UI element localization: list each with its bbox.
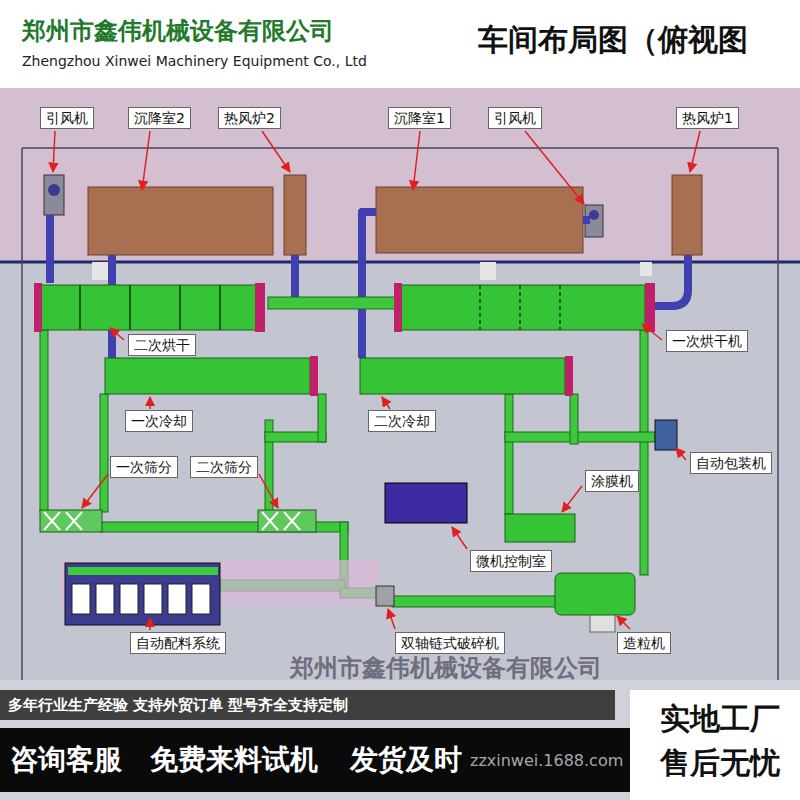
part-label: 微机控制室	[470, 550, 552, 572]
part-label: 一次烘干机	[666, 330, 748, 352]
part-label: 沉降室1	[388, 107, 451, 129]
slogan: 售后无忧	[660, 744, 780, 782]
part-label: 一次冷却	[125, 410, 193, 432]
part-label: 二次冷却	[368, 410, 436, 432]
watermark: zzxinwei.1688.com	[470, 750, 623, 772]
part-label: 热风炉1	[676, 107, 739, 129]
page-title: 车间布局图（俯视图	[478, 22, 748, 58]
part-label: 造粒机	[617, 632, 671, 654]
part-label: 引风机	[488, 107, 542, 129]
part-label: 二次烘干	[128, 334, 196, 356]
part-label: 热风炉2	[218, 107, 281, 129]
part-label: 自动包装机	[690, 452, 772, 474]
slogan: 多年行业生产经验 支持外贸订单 型号齐全支持定制	[8, 694, 348, 716]
part-label: 一次筛分	[110, 456, 178, 478]
part-label: 双轴链式破碎机	[395, 632, 505, 654]
slogan: 实地工厂	[660, 700, 780, 738]
part-label: 涂膜机	[585, 470, 639, 492]
part-label: 二次筛分	[190, 456, 258, 478]
slogan: 免费来料试机	[150, 742, 318, 778]
watermark: 郑州市鑫伟机械设备有限公司	[290, 654, 602, 682]
part-label: 沉降室2	[128, 107, 191, 129]
part-label: 自动配料系统	[130, 632, 226, 654]
slogan: 咨询客服	[10, 742, 122, 778]
slogan: 发货及时	[350, 742, 462, 778]
company-name: 郑州市鑫伟机械设备有限公司	[22, 16, 334, 46]
part-label: 引风机	[40, 107, 94, 129]
company-name-english: Zhengzhou Xinwei Machinery Equipment Co.…	[22, 52, 367, 70]
